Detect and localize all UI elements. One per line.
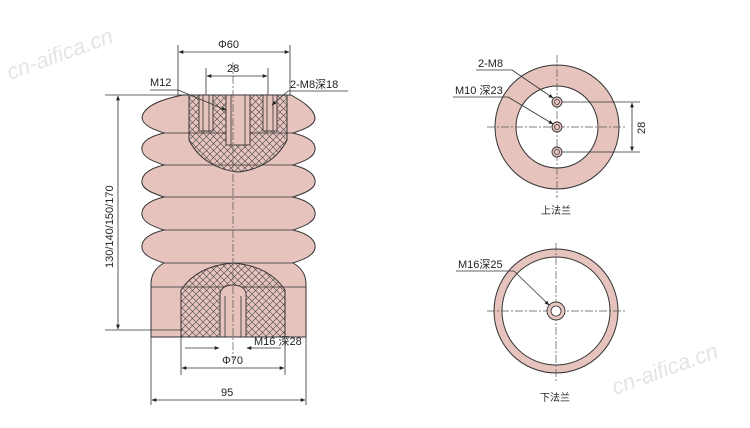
top-center-hole <box>225 94 251 146</box>
top-flange-label-center: M10 深23 <box>455 84 503 97</box>
top-flange-label-holes: 2-M8 <box>478 58 503 70</box>
watermark-right: cn-aifica.cn <box>608 338 721 400</box>
top-flange-view: 2-M8 M10 深23 28 上法兰 <box>453 55 648 217</box>
top-bolt-hole-right <box>262 94 278 132</box>
dim-bolt-spacing: 28 <box>227 63 239 75</box>
top-hole-upper <box>551 96 563 108</box>
watermark-left: cn-aifica.cn <box>3 23 116 85</box>
label-bolt-holes: 2-M8深18 <box>290 78 338 91</box>
label-top-thread: M12 <box>150 77 171 89</box>
bottom-flange-caption: 下法兰 <box>540 391 570 404</box>
label-bottom-thread: M16 深28 <box>254 335 302 348</box>
top-bolt-hole-left <box>198 94 214 132</box>
side-view: Φ60 28 M12 2-M8深18 130/140/150/170 M16 深… <box>104 39 348 405</box>
dim-width: 95 <box>221 387 233 399</box>
top-flange-dim-spacing: 28 <box>636 122 648 134</box>
dim-bottom-diameter: Φ70 <box>222 355 243 367</box>
bottom-flange-view: M16深25 下法兰 <box>456 243 625 404</box>
dim-top-diameter: Φ60 <box>218 39 239 51</box>
top-flange-caption: 上法兰 <box>541 204 571 217</box>
dim-height: 130/140/150/170 <box>104 185 116 268</box>
top-hole-lower <box>551 146 563 158</box>
top-hole-center <box>551 121 563 133</box>
bottom-flange-label-center: M16深25 <box>458 258 503 271</box>
